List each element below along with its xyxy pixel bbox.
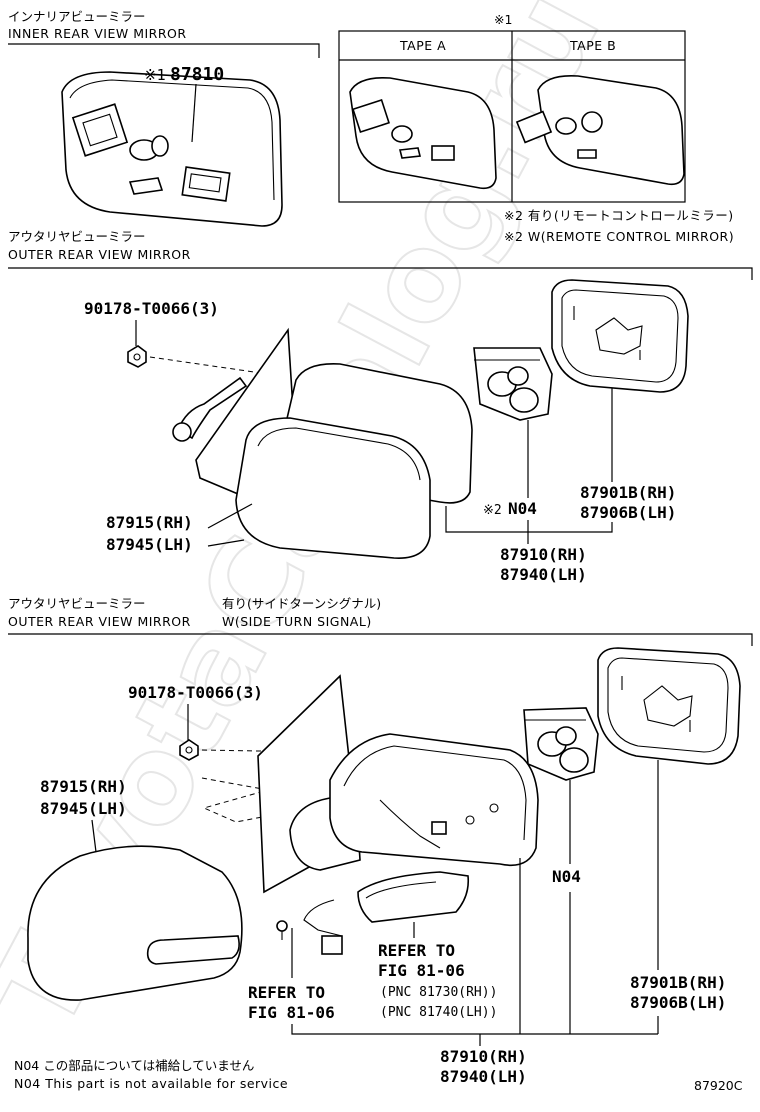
s1-assembly-bracket: [445, 506, 613, 533]
s1-cover-leader-1: [207, 503, 253, 529]
s2-assembly-lh: 87940(LH): [440, 1067, 527, 1086]
tape-box: [338, 30, 686, 203]
outer-mirror-1-title-en: OUTER REAR VIEW MIRROR: [8, 247, 191, 262]
s2-actuator-label: N04: [552, 867, 581, 886]
remote-note-en: ※2 W(REMOTE CONTROL MIRROR): [504, 229, 734, 244]
s1-glass-rh: 87901B(RH): [580, 483, 676, 502]
refer1-line1: REFER TO: [248, 983, 325, 1002]
remote-note-jp: ※2 有り(リモートコントロールミラー): [504, 208, 734, 223]
outer-mirror-2-bracket: [8, 633, 753, 646]
tape-b-mirror-drawing: [515, 74, 685, 186]
s2-cover-drawing: [27, 845, 243, 1001]
inner-mirror-bracket: [8, 43, 320, 58]
s2-assembly-bracket: [291, 1024, 658, 1035]
s2-glass-lh: 87906B(LH): [630, 993, 726, 1012]
s2-glass-rh: 87901B(RH): [630, 973, 726, 992]
inner-mirror-title-jp: インナリアビューミラー: [8, 9, 146, 24]
s1-actuator-drawing: [473, 347, 553, 421]
s1-actuator-mark: ※2: [483, 503, 502, 518]
outer-mirror-1-title-jp: アウタリヤビューミラー: [8, 229, 146, 244]
s2-mirror-glass-drawing: [597, 647, 741, 765]
tape-a-mirror-drawing: [349, 76, 497, 190]
s2-cover-leader: [91, 819, 97, 853]
s1-assembly-lh: 87940(LH): [500, 565, 587, 584]
inner-mirror-leader: [191, 83, 197, 143]
s2-screw-icon: [276, 920, 288, 940]
inner-mirror-note-mark: ※1: [144, 66, 166, 84]
refer2-line1: REFER TO: [378, 941, 455, 960]
s1-cover-leader-2: [207, 539, 245, 547]
s2-cover-lh: 87945(LH): [40, 799, 127, 818]
s1-mirror-glass-drawing: [551, 279, 689, 393]
outer-mirror-2-title-en: OUTER REAR VIEW MIRROR: [8, 614, 191, 629]
inner-mirror-part-number: 87810: [170, 64, 224, 85]
s1-actuator-label: N04: [508, 499, 537, 518]
s2-outer-mirror-drawing: [257, 674, 539, 894]
s1-glass-lh: 87906B(LH): [580, 503, 676, 522]
s1-bolt-dash: [149, 356, 269, 375]
figure-code: 87920C: [694, 1078, 743, 1093]
refer2-line2: FIG 81-06: [378, 961, 465, 980]
s2-bolt-label: 90178-T0066(3): [128, 683, 263, 702]
s2-actuator-drawing: [523, 707, 599, 781]
refer1-line2: FIG 81-06: [248, 1003, 335, 1022]
s1-outer-mirror-drawing: [172, 327, 473, 559]
tape-box-note-mark: ※1: [494, 12, 512, 27]
s1-bolt-label: 90178-T0066(3): [84, 299, 219, 318]
inner-mirror-drawing: [61, 71, 283, 227]
s2-assembly-rh: 87910(RH): [440, 1047, 527, 1066]
s2-turn-signal-drawing: [303, 871, 470, 955]
outer-mirror-2-variant-en: W(SIDE TURN SIGNAL): [222, 614, 372, 629]
s2-bolt-icon: [179, 739, 199, 761]
tape-a-label: TAPE A: [399, 38, 446, 53]
outer-mirror-2-title-jp: アウタリヤビューミラー: [8, 596, 146, 611]
s1-bolt-icon: [127, 345, 147, 368]
tape-b-label: TAPE B: [569, 38, 616, 53]
refer2-pnc-lh: (PNC 81740(LH)): [380, 1005, 497, 1020]
s2-cover-rh: 87915(RH): [40, 777, 127, 796]
inner-mirror-title-en: INNER REAR VIEW MIRROR: [8, 26, 187, 41]
s1-cover-lh: 87945(LH): [106, 535, 193, 554]
outer-mirror-1-bracket: [8, 267, 753, 280]
s1-cover-rh: 87915(RH): [106, 513, 193, 532]
n04-note-en: N04 This part is not available for servi…: [14, 1076, 288, 1091]
s1-assembly-rh: 87910(RH): [500, 545, 587, 564]
n04-note-jp: N04 この部品については補給していません: [14, 1058, 254, 1073]
outer-mirror-2-variant-jp: 有り(サイドターンシグナル): [222, 596, 381, 611]
refer2-pnc-rh: (PNC 81730(RH)): [380, 985, 497, 1000]
